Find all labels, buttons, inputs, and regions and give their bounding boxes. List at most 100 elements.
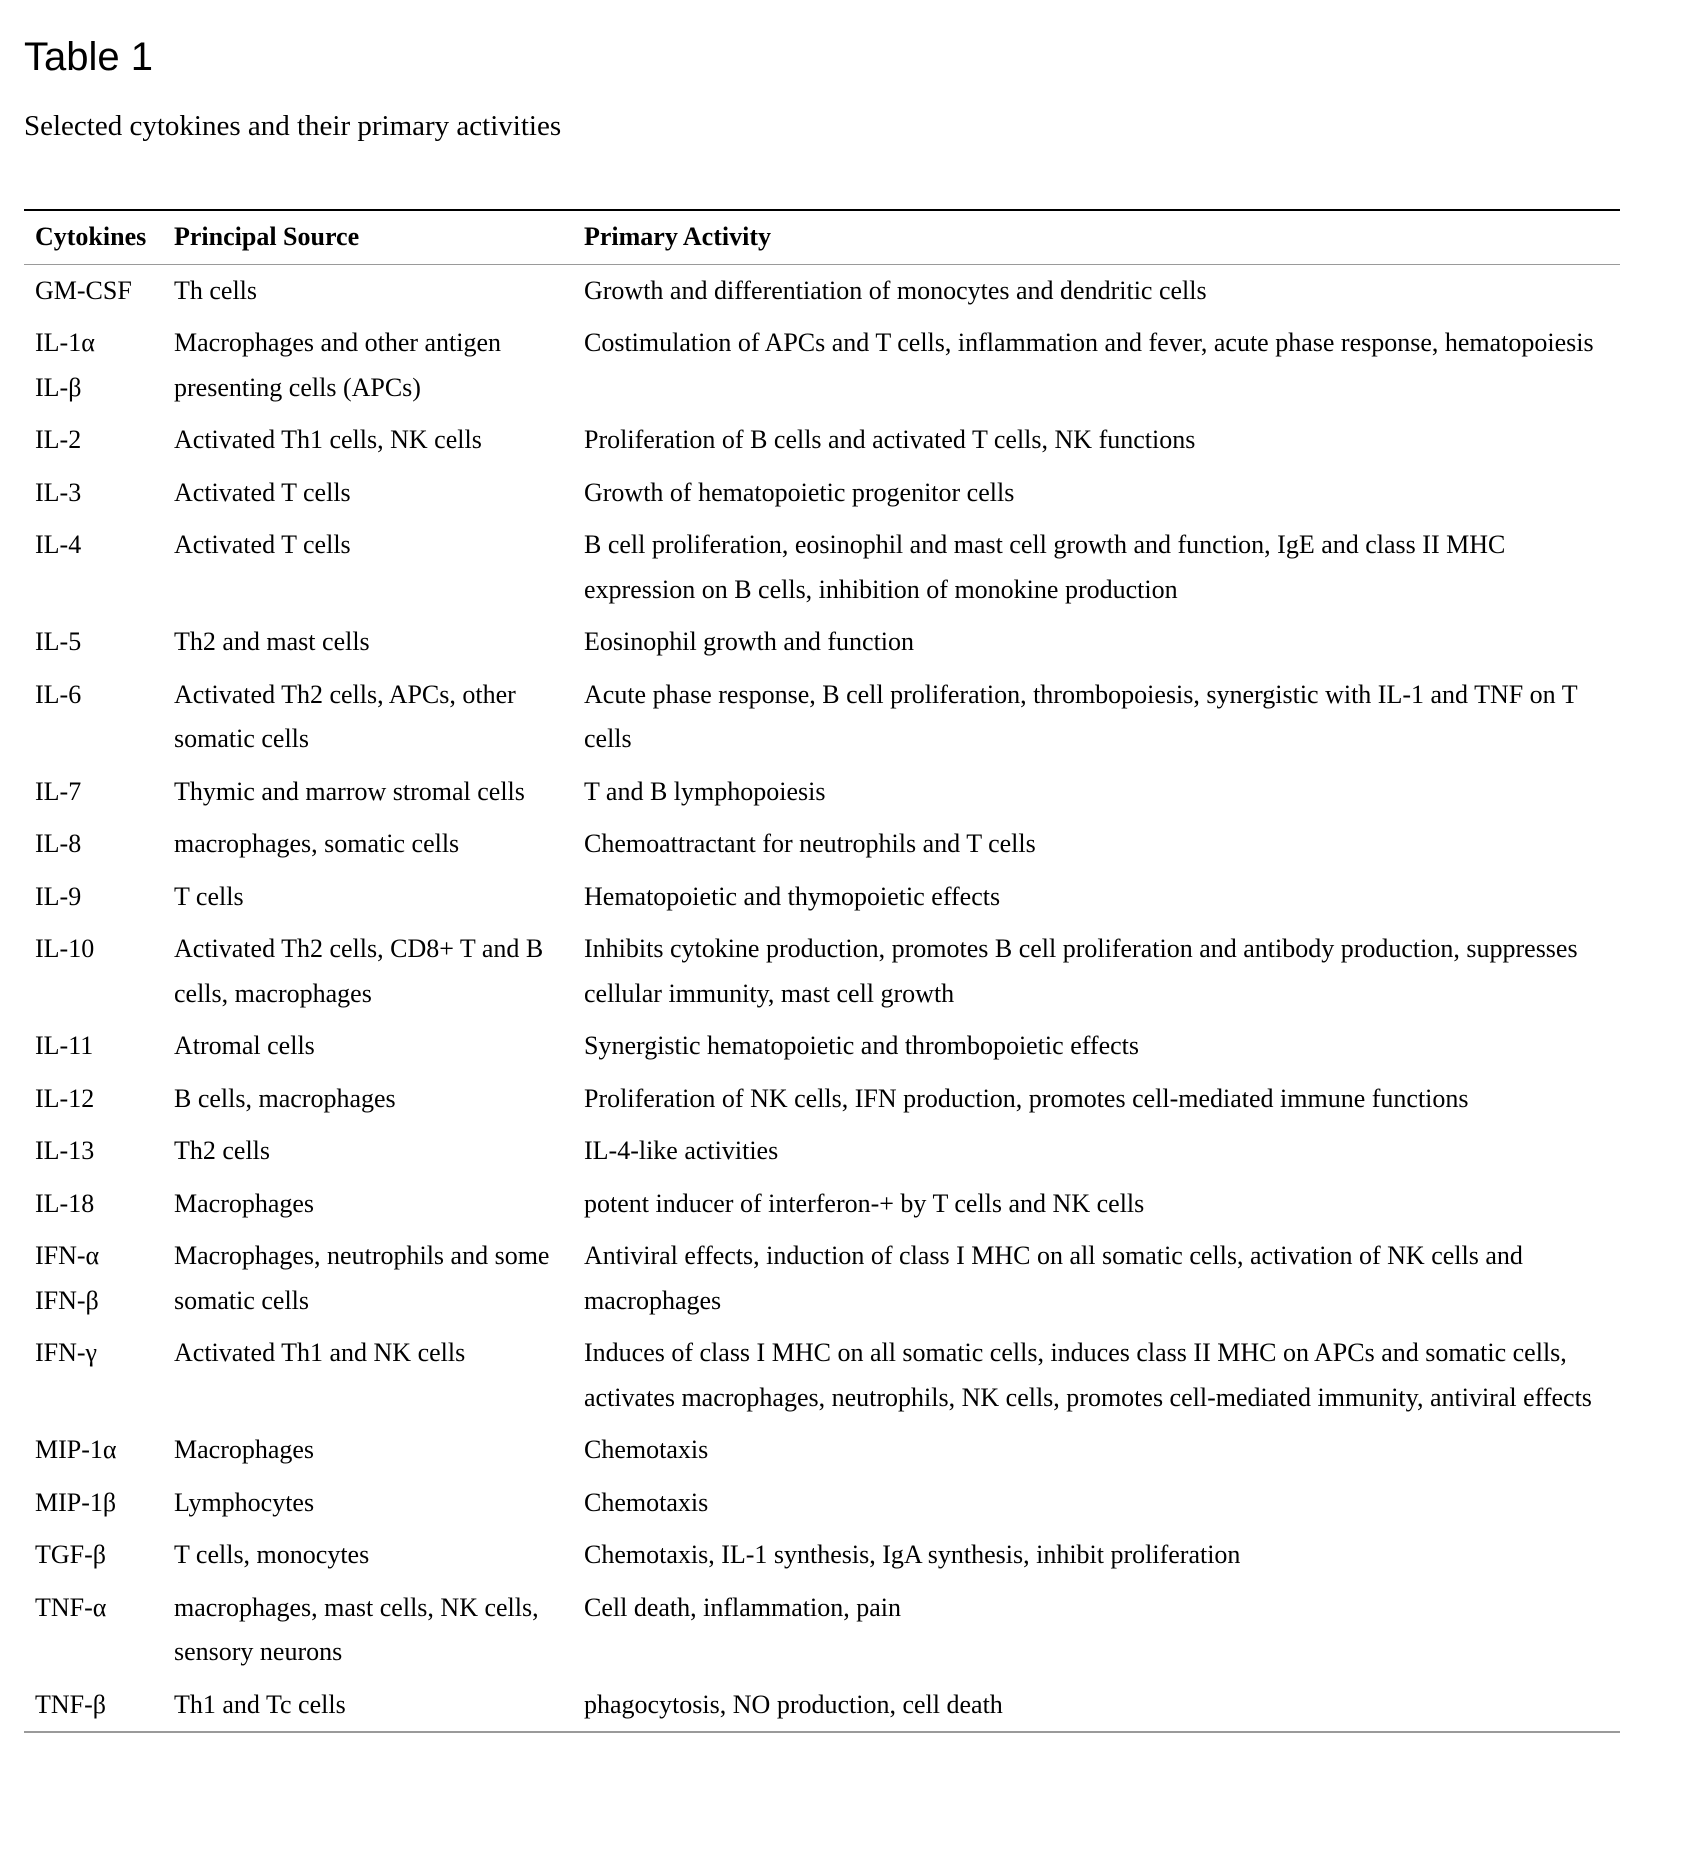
cytokine-name: IL-13 (35, 1136, 95, 1165)
primary-activity-cell: Antiviral effects, induction of class I … (584, 1241, 1523, 1315)
primary-activity-cell: Growth and differentiation of monocytes … (584, 275, 1207, 305)
cytokine-name: IL-8 (35, 829, 82, 858)
cytokine-name: GM-CSF (35, 275, 132, 305)
cytokine-name: IL-7 (35, 776, 82, 806)
cytokine-name: IL-10 (35, 934, 95, 963)
cytokine-name: MIP-1α (35, 1435, 117, 1464)
cytokine-cell: IL-6 (24, 669, 163, 766)
principal-source-cell: Th2 and mast cells (174, 627, 370, 656)
primary-activity-cell: potent inducer of interferon-+ by T cell… (584, 1188, 1145, 1218)
principal-source-cell: Activated T cells (174, 477, 351, 507)
primary-activity-cell: Eosinophil growth and function (584, 627, 915, 656)
cytokine-cell: GM-CSF (24, 264, 163, 317)
principal-source-cell: Thymic and marrow stromal cells (174, 776, 525, 806)
table-row: GM-CSF Th cells Growth and differentiation… (24, 264, 1620, 317)
principal-source-cell: Th2 cells (174, 1136, 271, 1165)
cytokine-name: IL-3 (35, 477, 82, 507)
principal-source-cell: Lymphocytes (174, 1487, 315, 1517)
cytokine-cell: IL-7 (24, 766, 163, 819)
cytokine-cell: IL-10 (24, 923, 163, 1020)
principal-source-cell: Activated T cells (174, 530, 351, 559)
table-row: IL-6 Activated Th2 cells, APCs, other som… (24, 669, 1620, 766)
table-row: IL-11 Atromal cells Synergistic hematopoie… (24, 1020, 1620, 1073)
primary-activity-cell: Growth of hematopoietic progenitor cells (584, 477, 1015, 507)
principal-source-cell: B cells, macrophages (174, 1083, 396, 1113)
header-primary-activity: Primary Activity (573, 210, 1620, 265)
principal-source-cell: Th cells (174, 275, 258, 305)
header-row: Cytokines Principal Source Primary Activ… (24, 210, 1620, 265)
cytokine-cell: TNF-α (24, 1582, 163, 1679)
primary-activity-cell: Chemotaxis (584, 1435, 709, 1464)
cytokine-cell: IL-18 (24, 1178, 163, 1231)
primary-activity-cell: T and B lymphopoiesis (584, 776, 826, 806)
table-row: IL-7 Thymic and marrow stromal cells T and… (24, 766, 1620, 819)
principal-source-cell: Macrophages (174, 1435, 315, 1464)
cytokine-name: IL-β (35, 372, 82, 402)
cytokine-name: IL-4 (35, 530, 82, 559)
principal-source-cell: Macrophages and other antigen presenting… (174, 328, 502, 402)
cytokine-name: IL-11 (35, 1031, 94, 1060)
principal-source-cell: Macrophages (174, 1188, 315, 1218)
principal-source-cell: T cells (174, 881, 244, 911)
cytokine-name: IL-5 (35, 627, 82, 656)
cytokine-name: IL-12 (35, 1083, 95, 1113)
table-row: IL-5 Th2 and mast cells Eosinophil growth … (24, 616, 1620, 669)
primary-activity-cell: Proliferation of B cells and activated T… (584, 425, 1196, 454)
cytokine-cell: IL-5 (24, 616, 163, 669)
cytokine-name: IL-18 (35, 1188, 95, 1218)
primary-activity-cell: Chemotaxis (584, 1487, 709, 1517)
principal-source-cell: Macrophages, neutrophils and some somati… (174, 1241, 550, 1315)
cytokine-name: MIP-1β (35, 1487, 117, 1517)
cytokine-cell: IL-4 (24, 519, 163, 616)
cytokine-name: IFN-γ (35, 1338, 98, 1367)
cytokine-cell: MIP-1α (24, 1424, 163, 1477)
cytokine-cell: IL-13 (24, 1125, 163, 1178)
cytokines-table: Cytokines Principal Source Primary Activ… (24, 209, 1620, 1733)
primary-activity-cell: Synergistic hematopoietic and thrombopoi… (584, 1031, 1140, 1060)
table-row: IL-3 Activated T cells Growth of hematopoi… (24, 467, 1620, 520)
principal-source-cell: T cells, monocytes (174, 1540, 370, 1569)
primary-activity-cell: phagocytosis, NO production, cell death (584, 1689, 1003, 1719)
principal-source-cell: Activated Th2 cells, APCs, other somatic… (174, 679, 516, 754)
cytokine-name: IL-6 (35, 679, 82, 709)
cytokine-name: IL-2 (35, 425, 82, 454)
header-principal-source: Principal Source (163, 210, 573, 265)
cytokine-name: IFN-β (35, 1285, 99, 1315)
table-row: IL-18 Macrophages potent inducer of interf… (24, 1178, 1620, 1231)
principal-source-cell: Atromal cells (174, 1031, 315, 1060)
cytokine-cell: MIP-1β (24, 1477, 163, 1530)
primary-activity-cell: Proliferation of NK cells, IFN productio… (584, 1083, 1469, 1113)
cytokine-name: TNF-β (35, 1689, 107, 1719)
principal-source-cell: Th1 and Tc cells (174, 1689, 346, 1719)
table-row: MIP-1β Lymphocytes Chemotaxis (24, 1477, 1620, 1530)
cytokine-cell: IL-2 (24, 414, 163, 467)
principal-source-cell: macrophages, somatic cells (174, 829, 460, 858)
principal-source-cell: macrophages, mast cells, NK cells, senso… (174, 1592, 539, 1667)
table-body: GM-CSF Th cells Growth and differentiation… (24, 264, 1620, 1732)
cytokine-name: IL-9 (35, 881, 82, 911)
table-label: Table 1 (24, 35, 153, 79)
primary-activity-cell: Inhibits cytokine production, promotes B… (584, 934, 1578, 1008)
primary-activity-cell: Chemoattractant for neutrophils and T ce… (584, 829, 1036, 858)
cytokine-cell: IL-12 (24, 1073, 163, 1126)
header-cytokines: Cytokines (24, 210, 163, 265)
principal-source-cell: Activated Th1 cells, NK cells (174, 425, 482, 454)
cytokine-name: IFN-α (35, 1241, 100, 1270)
primary-activity-cell: Costimulation of APCs and T cells, infla… (584, 328, 1594, 357)
primary-activity-cell: B cell proliferation, eosinophil and mas… (584, 530, 1506, 604)
primary-activity-cell: Induces of class I MHC on all somatic ce… (584, 1338, 1592, 1412)
primary-activity-cell: Chemotaxis, IL-1 synthesis, IgA synthesi… (584, 1540, 1241, 1569)
table-row: TNF-β Th1 and Tc cells phagocytosis, NO pr… (24, 1679, 1620, 1733)
table-row: IL-4 Activated T cells B cell proliferatio… (24, 519, 1620, 616)
primary-activity-cell: Cell death, inflammation, pain (584, 1592, 901, 1622)
table-row: MIP-1α Macrophages Chemotaxis (24, 1424, 1620, 1477)
cytokine-name: IL-1α (35, 328, 95, 357)
